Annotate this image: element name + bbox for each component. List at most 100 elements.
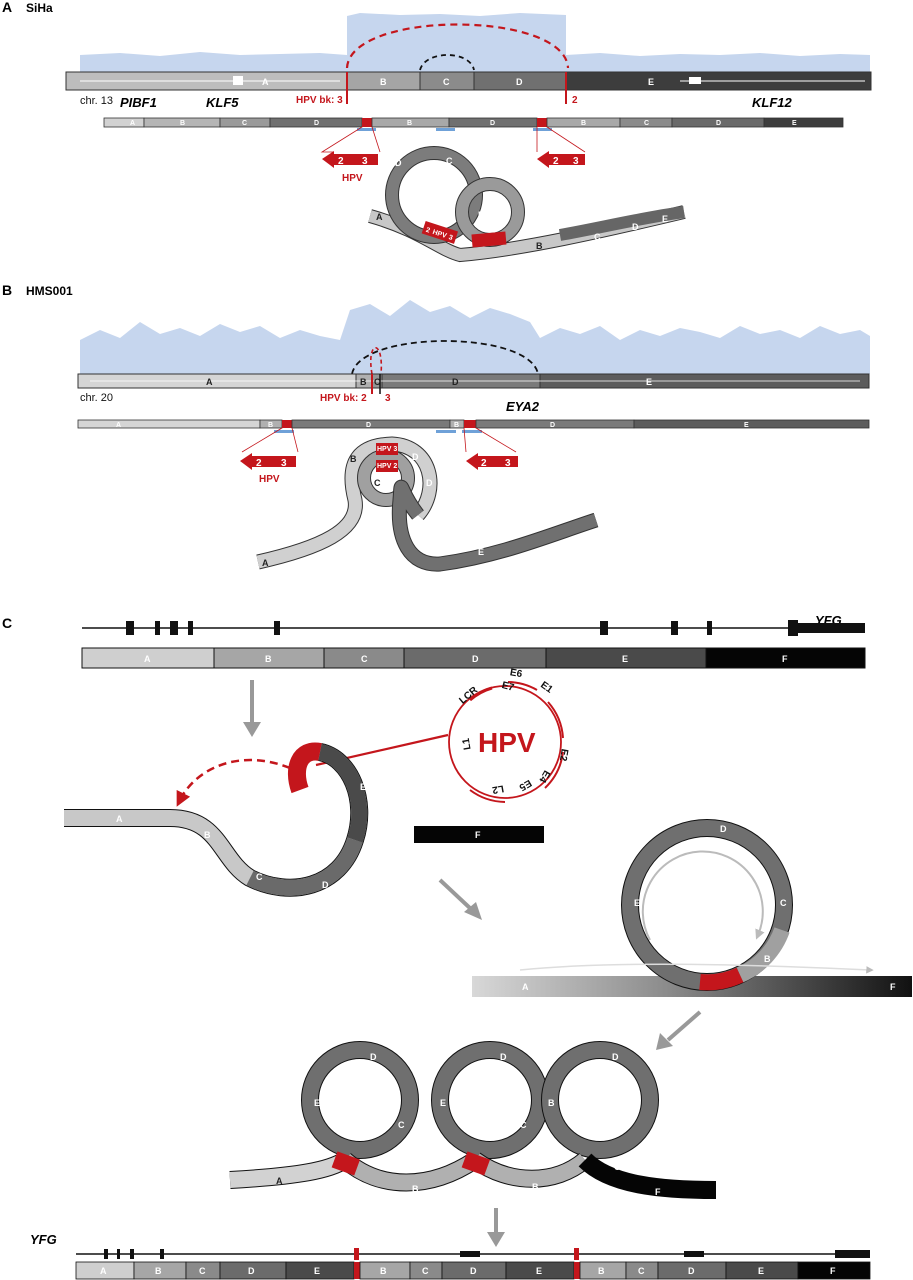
svg-text:A: A bbox=[116, 814, 123, 824]
panel-a-chromosome-bar: A B C D E bbox=[65, 71, 872, 91]
panel-a-marker bbox=[436, 128, 455, 131]
step1-red-arrow bbox=[176, 758, 291, 807]
panel-b-hpv-arrow-left: 2 3 bbox=[240, 453, 296, 470]
panel-a-hpv-arrow-right: 2 3 bbox=[537, 151, 585, 168]
svg-text:2: 2 bbox=[256, 458, 262, 469]
loop-label: D bbox=[632, 222, 639, 232]
panel-b-hpv-bk-left: HPV bk: 2 bbox=[320, 393, 367, 404]
panel-a-coverage bbox=[80, 13, 870, 72]
svg-text:E: E bbox=[440, 1098, 446, 1108]
svg-text:F: F bbox=[475, 830, 481, 840]
panel-b-coverage bbox=[80, 300, 870, 374]
panel-a-loop-diagram: 2 HPV 3 A D C B B C D E bbox=[368, 146, 686, 263]
panel-a-rearranged-strip: A B C D B D B C D E bbox=[103, 117, 844, 128]
panel-a-hpv-arc bbox=[345, 23, 570, 69]
panel-b-hpv-arrow-right: 2 3 bbox=[466, 453, 518, 470]
svg-text:B: B bbox=[265, 654, 272, 664]
panel-b-rearranged-strip: A B D B D E bbox=[77, 419, 870, 429]
step1-strand: A B C D E bbox=[64, 742, 369, 897]
svg-text:E: E bbox=[622, 654, 628, 664]
svg-text:2: 2 bbox=[481, 458, 487, 469]
svg-text:E1: E1 bbox=[538, 680, 555, 696]
svg-text:2: 2 bbox=[338, 156, 344, 167]
svg-text:HPV: HPV bbox=[431, 229, 447, 240]
strip-label: D bbox=[314, 120, 319, 127]
loop-label: C bbox=[594, 232, 601, 242]
panel-a-sample: SiHa bbox=[26, 1, 53, 15]
hpv-genome-circle: HPV LCR E6 E7 E1 E2 E4 E5 L2 L1 bbox=[448, 667, 570, 803]
panel-b-gene: EYA2 bbox=[506, 399, 540, 414]
svg-text:HPV 3: HPV 3 bbox=[377, 446, 397, 453]
svg-text:D: D bbox=[500, 1052, 507, 1062]
hpv-circle-label: HPV bbox=[478, 727, 536, 758]
strip-label: D bbox=[366, 422, 371, 429]
panel-b-hpv-bk-right: 3 bbox=[385, 393, 391, 404]
panel-b-marker bbox=[436, 430, 456, 433]
svg-text:F: F bbox=[782, 654, 788, 664]
strip-label: D bbox=[550, 422, 555, 429]
svg-text:F: F bbox=[830, 1266, 836, 1276]
svg-text:B: B bbox=[412, 1184, 419, 1194]
panel-b-chromosome: chr. 20 bbox=[80, 392, 113, 404]
strip-label: B bbox=[180, 120, 185, 127]
svg-text:D: D bbox=[322, 880, 329, 890]
panel-b-marker bbox=[274, 430, 294, 433]
loop-label: C bbox=[446, 156, 453, 166]
loop-label: C bbox=[374, 478, 381, 488]
svg-text:B: B bbox=[764, 954, 771, 964]
svg-text:C: C bbox=[398, 1120, 405, 1130]
svg-text:E4: E4 bbox=[536, 768, 552, 784]
svg-text:B: B bbox=[380, 1266, 387, 1276]
strip-label: B bbox=[268, 422, 273, 429]
step2-strand: A B C D E F bbox=[472, 819, 912, 997]
strip-label: C bbox=[644, 120, 649, 127]
svg-text:D: D bbox=[472, 654, 479, 664]
svg-text:HPV 2: HPV 2 bbox=[377, 463, 397, 470]
flow-arrow-2 bbox=[438, 878, 482, 920]
loop-label: D bbox=[412, 452, 419, 462]
svg-text:C: C bbox=[520, 1120, 527, 1130]
flow-arrow-3 bbox=[656, 1010, 702, 1050]
flow-arrow-4 bbox=[487, 1208, 505, 1247]
strip-label: D bbox=[490, 120, 495, 127]
panel-b: B HMS001 A B C D E chr. 20 HPV bk: 2 3 E… bbox=[2, 282, 870, 572]
svg-text:E: E bbox=[634, 898, 640, 908]
panel-a-seg-label: D bbox=[516, 77, 523, 87]
strip-label: A bbox=[130, 120, 135, 127]
bottom-gene-model bbox=[76, 1248, 870, 1260]
svg-text:C: C bbox=[256, 872, 263, 882]
svg-text:C: C bbox=[780, 898, 787, 908]
svg-text:D: D bbox=[612, 1052, 619, 1062]
svg-text:C: C bbox=[614, 1162, 621, 1172]
svg-text:E: E bbox=[758, 1266, 764, 1276]
svg-text:B: B bbox=[548, 1098, 555, 1108]
strip-label: E bbox=[744, 422, 749, 429]
svg-text:3: 3 bbox=[362, 156, 368, 167]
bottom-segment-bar: A B C D E B C D E B C D E F bbox=[75, 1261, 871, 1280]
panel-b-seg-label: B bbox=[360, 377, 367, 387]
svg-text:E: E bbox=[536, 1266, 542, 1276]
panel-a-marker bbox=[533, 128, 552, 131]
svg-text:F: F bbox=[655, 1187, 661, 1197]
svg-text:L1: L1 bbox=[461, 737, 474, 751]
loop-label: E bbox=[478, 547, 484, 557]
svg-text:E6: E6 bbox=[509, 667, 523, 680]
svg-text:A: A bbox=[276, 1176, 283, 1186]
svg-text:B: B bbox=[532, 1182, 539, 1192]
panel-a-chromosome: chr. 13 bbox=[80, 95, 113, 107]
step3-strand: A B C D E B C D E B C D F bbox=[229, 1041, 717, 1199]
svg-text:E: E bbox=[314, 1266, 320, 1276]
svg-text:A: A bbox=[144, 654, 151, 664]
panel-a-letter: A bbox=[2, 0, 12, 15]
panel-a-gene: PIBF1 bbox=[120, 95, 157, 110]
svg-text:A: A bbox=[522, 982, 529, 992]
svg-text:D: D bbox=[248, 1266, 255, 1276]
panel-b-hpv-arc bbox=[370, 346, 383, 375]
strip-label: E bbox=[792, 120, 797, 127]
bottom-gene: YFG bbox=[30, 1232, 57, 1247]
loop-label: D bbox=[395, 158, 402, 168]
svg-text:D: D bbox=[688, 1266, 695, 1276]
panel-a-seg-label: B bbox=[380, 77, 387, 87]
panel-b-chromosome-bar: A B C D E bbox=[77, 373, 870, 389]
svg-text:F: F bbox=[890, 982, 896, 992]
